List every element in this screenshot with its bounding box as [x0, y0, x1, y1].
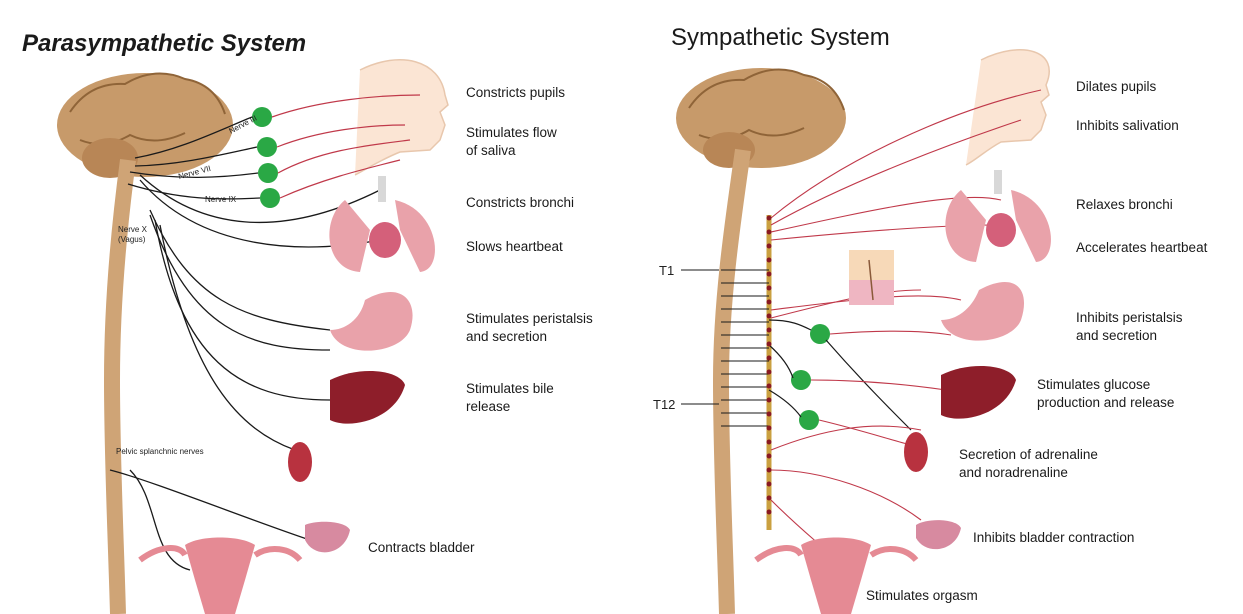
effect-secretion-adrenaline: Secretion of adrenaline and noradrenalin…	[959, 447, 1098, 480]
collateral-ganglia	[791, 324, 830, 430]
parasympathetic-panel: Parasympathetic System Nerve III Nerve V…	[0, 0, 621, 614]
effect-contracts-bladder: Contracts bladder	[368, 540, 475, 555]
preganglionic-nerves	[109, 116, 381, 571]
sympathetic-title: Sympathetic System	[671, 24, 890, 51]
sympathetic-diagram	[676, 49, 1051, 614]
effect-relaxes-bronchi: Relaxes bronchi	[1076, 197, 1173, 212]
effect-constricts-bronchi: Constricts bronchi	[466, 195, 575, 210]
skin-inset	[849, 250, 894, 305]
kidney	[288, 442, 312, 482]
effect-accelerates-heartbeat: Accelerates heartbeat	[1076, 240, 1208, 255]
parasympathetic-title: Parasympathetic System	[22, 30, 307, 57]
spinal-cord	[712, 148, 751, 614]
nerve-x-label: Nerve X (Vagus)	[118, 225, 147, 244]
reproductive-organs	[138, 537, 303, 614]
effect-stimulates-saliva: Stimulates flow of saliva	[466, 125, 557, 158]
chain-ganglia	[766, 215, 772, 515]
spinal-cord	[103, 158, 136, 614]
effect-dilates-pupils: Dilates pupils	[1076, 79, 1157, 94]
effect-inhibits-peristalsis: Inhibits peristalsis and secretion	[1076, 310, 1183, 343]
cranial-ganglia	[252, 107, 280, 208]
effect-stimulates-orgasm: Stimulates orgasm	[866, 588, 978, 603]
nerve-ix-label: Nerve IX	[205, 195, 237, 204]
brain	[57, 72, 233, 178]
reproductive-organs	[754, 537, 919, 614]
stomach	[330, 291, 413, 351]
effect-inhibits-bladder: Inhibits bladder contraction	[973, 530, 1135, 545]
brain	[676, 68, 846, 168]
pelvic-nerves-label: Pelvic splanchnic nerves	[116, 447, 204, 456]
effect-inhibits-salivation: Inhibits salivation	[1076, 118, 1179, 133]
parasympathetic-diagram	[57, 59, 449, 614]
head	[354, 59, 449, 176]
stomach	[941, 281, 1025, 341]
kidney	[904, 432, 928, 472]
t1-label: T1	[659, 263, 675, 278]
liver	[941, 365, 1016, 419]
effect-stimulates-bile: Stimulates bile release	[466, 381, 554, 414]
bladder	[916, 520, 961, 550]
effect-constricts-pupils: Constricts pupils	[466, 85, 566, 100]
lungs	[945, 170, 1051, 262]
effect-stimulates-peristalsis: Stimulates peristalsis and secretion	[466, 311, 593, 344]
effect-stimulates-glucose: Stimulates glucose production and releas…	[1037, 377, 1175, 410]
bladder	[305, 521, 350, 553]
lungs	[329, 176, 435, 272]
t12-label: T12	[653, 397, 676, 412]
sympathetic-panel: Sympathetic System T1 T12 Dilates pupils…	[621, 0, 1242, 614]
effect-slows-heartbeat: Slows heartbeat	[466, 239, 563, 254]
spinal-nerves	[681, 269, 769, 427]
head	[965, 49, 1050, 166]
postganglionic-nerves	[271, 94, 421, 199]
preganglionic-nerves	[768, 319, 912, 431]
liver	[330, 370, 405, 424]
